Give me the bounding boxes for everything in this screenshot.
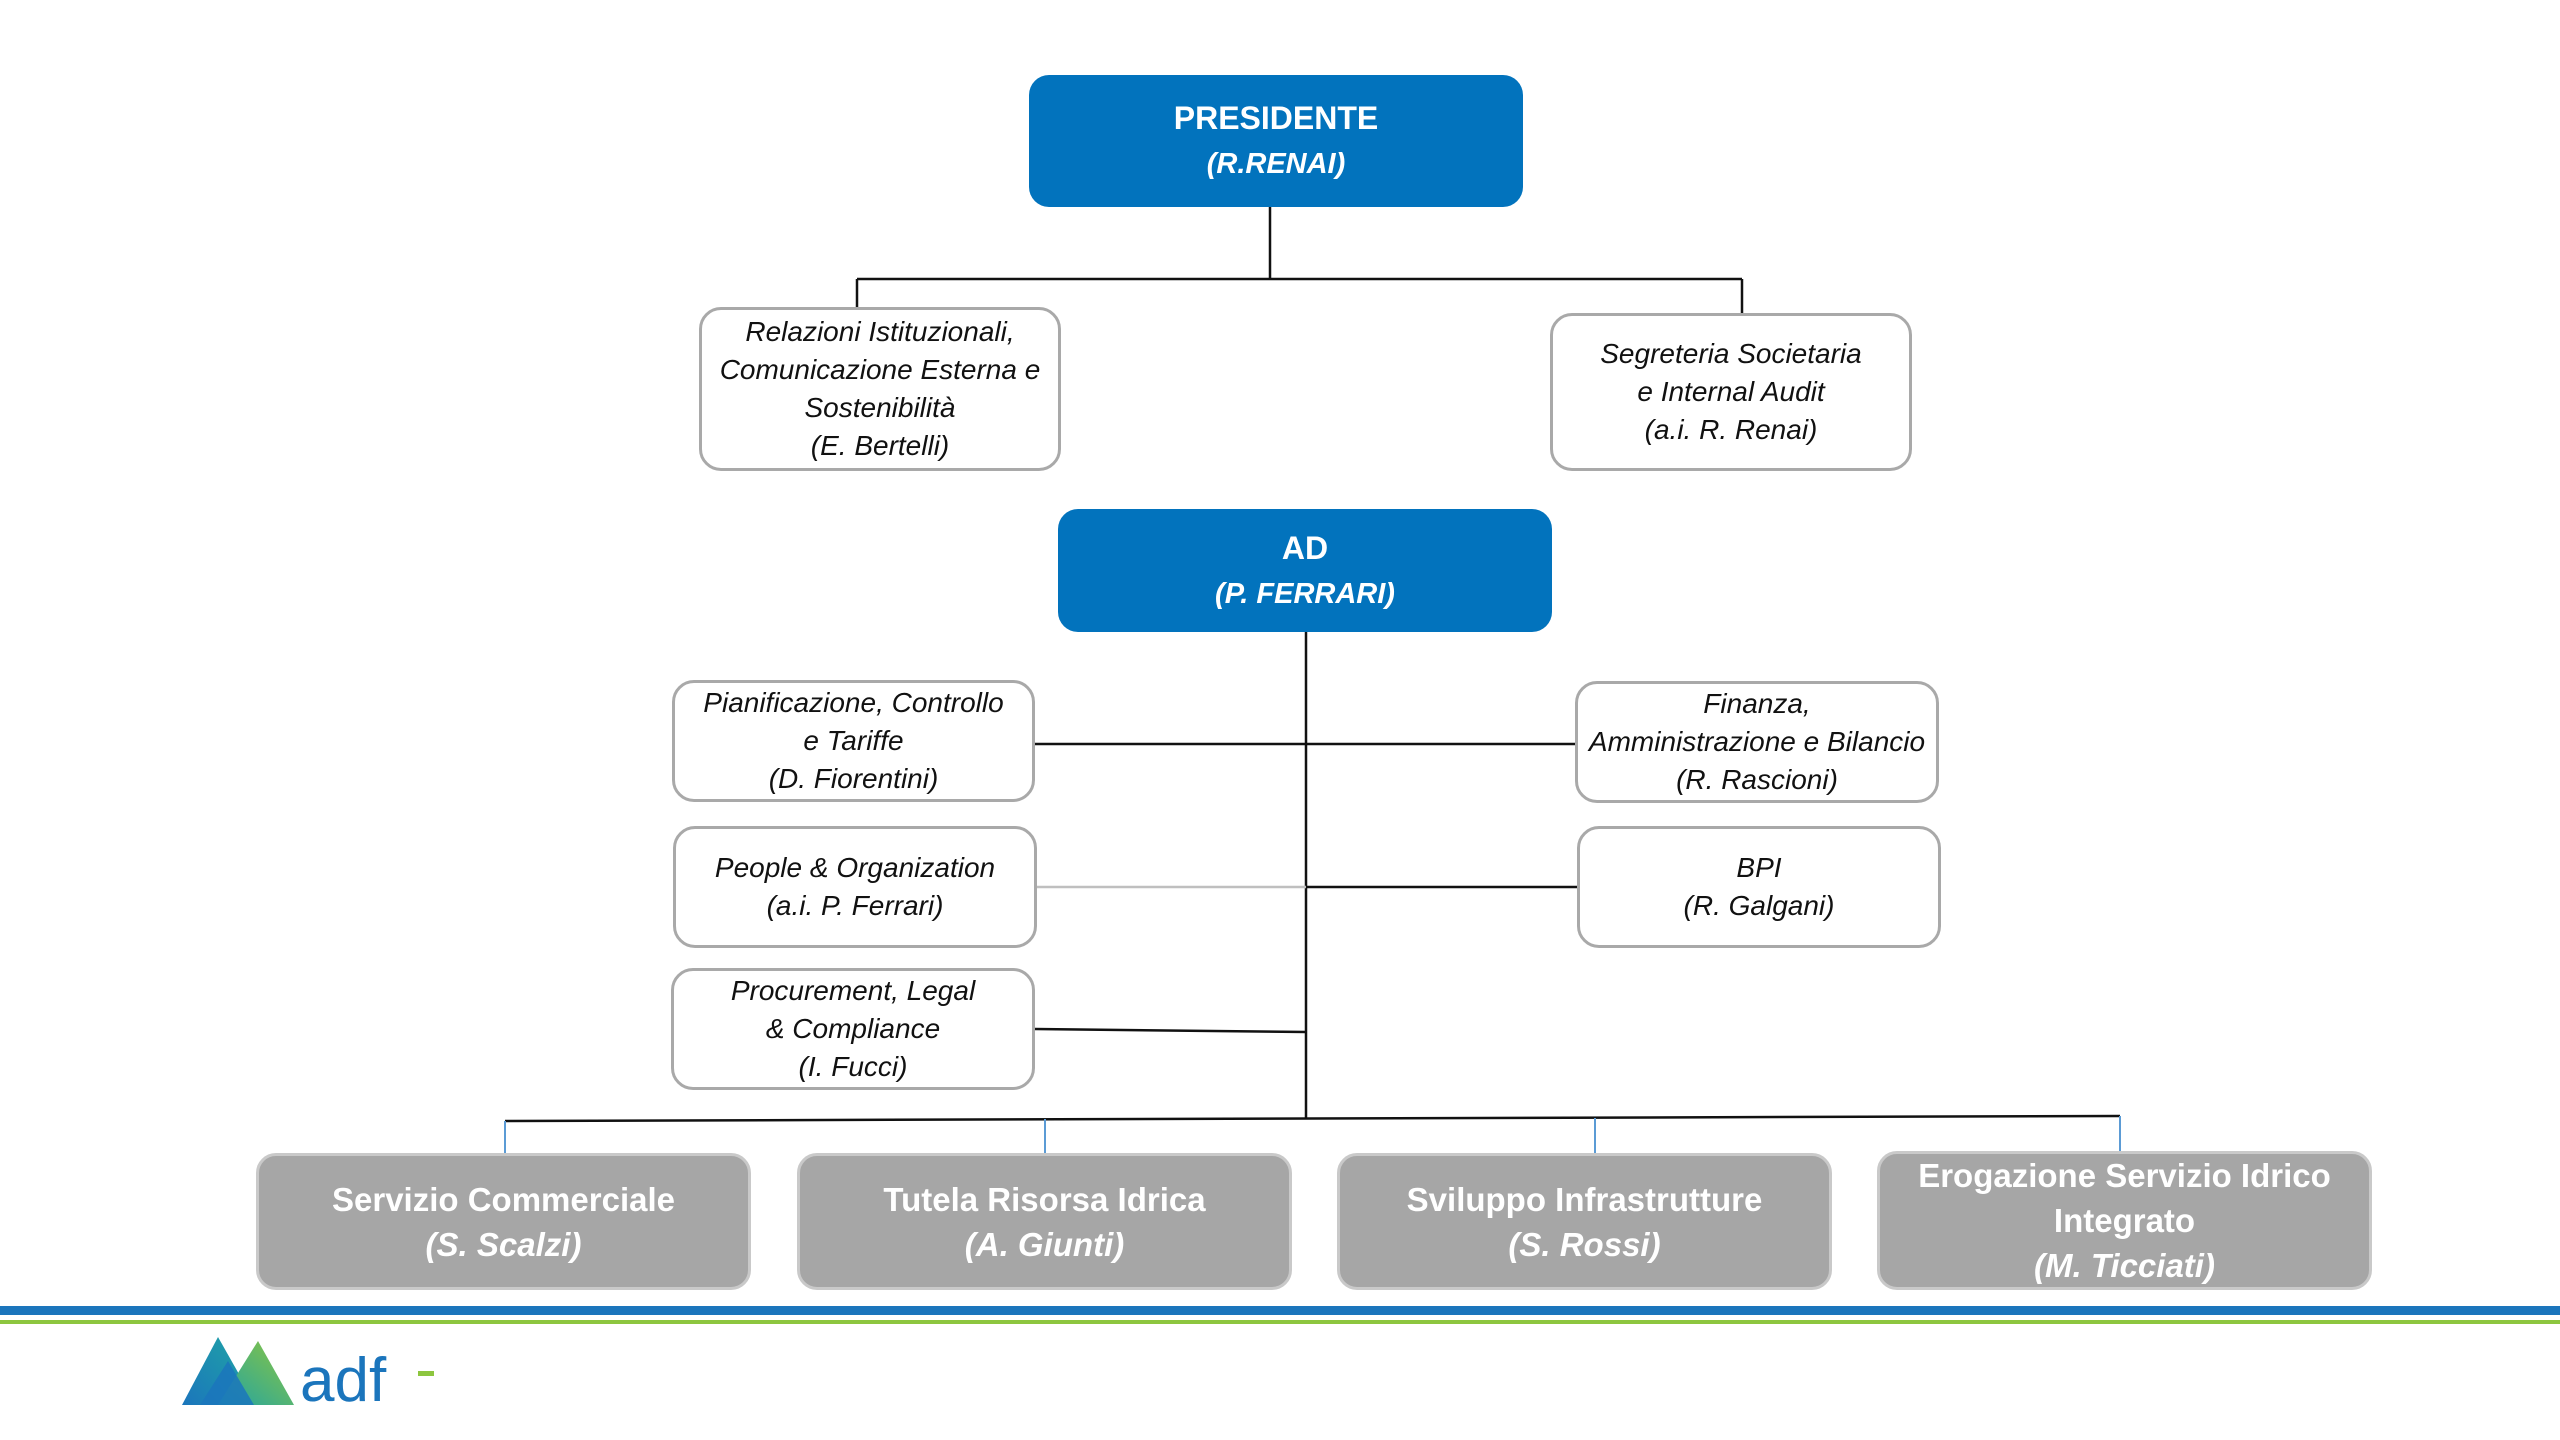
finanza-line-2: Amministrazione e Bilancio bbox=[1588, 726, 1926, 757]
connector-divisions-horizontal bbox=[504, 1114, 2121, 1123]
procurement-line-3: (I. Fucci) bbox=[798, 1051, 908, 1082]
tutela-name: (A. Giunti) bbox=[964, 1225, 1125, 1263]
bpi-box: BPI (R. Galgani) bbox=[1577, 826, 1941, 948]
footer-band-green bbox=[0, 1320, 2560, 1324]
relazioni-line-4: (E. Bertelli) bbox=[810, 430, 950, 461]
erogazione-line-2: Integrato bbox=[2053, 1202, 2196, 1239]
segreteria-box: Segreteria Societaria e Internal Audit (… bbox=[1550, 313, 1912, 471]
tutela-title: Tutela Risorsa Idrica bbox=[883, 1180, 1206, 1218]
connector-procurement bbox=[1034, 1027, 1307, 1034]
finanza-line-3: (R. Rascioni) bbox=[1676, 764, 1838, 795]
bpi-line-1: BPI bbox=[1736, 852, 1782, 883]
pianificazione-line-2: e Tariffe bbox=[803, 725, 904, 756]
logo-accent bbox=[418, 1371, 434, 1376]
ad-title: AD bbox=[1281, 529, 1329, 566]
ad-name: (P. FERRARI) bbox=[1215, 577, 1395, 610]
pianificazione-line-3: (D. Fiorentini) bbox=[768, 763, 939, 794]
division-erogazione-box: Erogazione Servizio Idrico Integrato (M.… bbox=[1877, 1151, 2372, 1290]
relazioni-line-2: Comunicazione Esterna e bbox=[719, 354, 1041, 385]
relazioni-box: Relazioni Istituzionali, Comunicazione E… bbox=[699, 307, 1061, 471]
relazioni-line-3: Sostenibilità bbox=[804, 392, 956, 423]
president-name: (R.RENAI) bbox=[1206, 148, 1346, 180]
erogazione-name: (M. Ticciati) bbox=[2034, 1247, 2215, 1284]
procurement-box: Procurement, Legal & Compliance (I. Fucc… bbox=[671, 968, 1035, 1090]
adf-logo: adf bbox=[182, 1337, 434, 1415]
segreteria-line-1: Segreteria Societaria bbox=[1600, 338, 1862, 369]
finanza-line-1: Finanza, bbox=[1703, 688, 1811, 719]
people-box: People & Organization (a.i. P. Ferrari) bbox=[673, 826, 1037, 948]
president-box: PRESIDENTE (R.RENAI) bbox=[1029, 75, 1523, 207]
president-title: PRESIDENTE bbox=[1173, 100, 1379, 136]
bpi-line-2: (R. Galgani) bbox=[1683, 890, 1835, 921]
pianificazione-line-1: Pianificazione, Controllo bbox=[703, 687, 1004, 718]
people-line-2: (a.i. P. Ferrari) bbox=[766, 890, 944, 921]
finanza-box: Finanza, Amministrazione e Bilancio (R. … bbox=[1575, 681, 1939, 803]
segreteria-line-3: (a.i. R. Renai) bbox=[1644, 414, 1818, 445]
erogazione-line-1: Erogazione Servizio Idrico bbox=[1918, 1157, 2331, 1194]
commerciale-title: Servizio Commerciale bbox=[332, 1180, 675, 1218]
procurement-line-2: & Compliance bbox=[765, 1013, 941, 1044]
pianificazione-box: Pianificazione, Controllo e Tariffe (D. … bbox=[672, 680, 1035, 802]
segreteria-line-2: e Internal Audit bbox=[1637, 376, 1825, 407]
footer-band-blue bbox=[0, 1306, 2560, 1315]
sviluppo-title: Sviluppo Infrastrutture bbox=[1406, 1180, 1763, 1218]
commerciale-name: (S. Scalzi) bbox=[425, 1225, 582, 1263]
relazioni-line-1: Relazioni Istituzionali, bbox=[745, 316, 1015, 347]
sviluppo-name: (S. Rossi) bbox=[1508, 1225, 1661, 1263]
division-commerciale-box: Servizio Commerciale (S. Scalzi) bbox=[256, 1153, 751, 1290]
logo-mountain-front bbox=[200, 1361, 254, 1405]
people-line-1: People & Organization bbox=[714, 852, 996, 883]
procurement-line-1: Procurement, Legal bbox=[730, 975, 976, 1006]
logo-text: adf bbox=[300, 1346, 387, 1415]
division-sviluppo-box: Sviluppo Infrastrutture (S. Rossi) bbox=[1337, 1153, 1832, 1290]
ad-box: AD (P. FERRARI) bbox=[1058, 509, 1552, 632]
division-tutela-box: Tutela Risorsa Idrica (A. Giunti) bbox=[797, 1153, 1292, 1290]
